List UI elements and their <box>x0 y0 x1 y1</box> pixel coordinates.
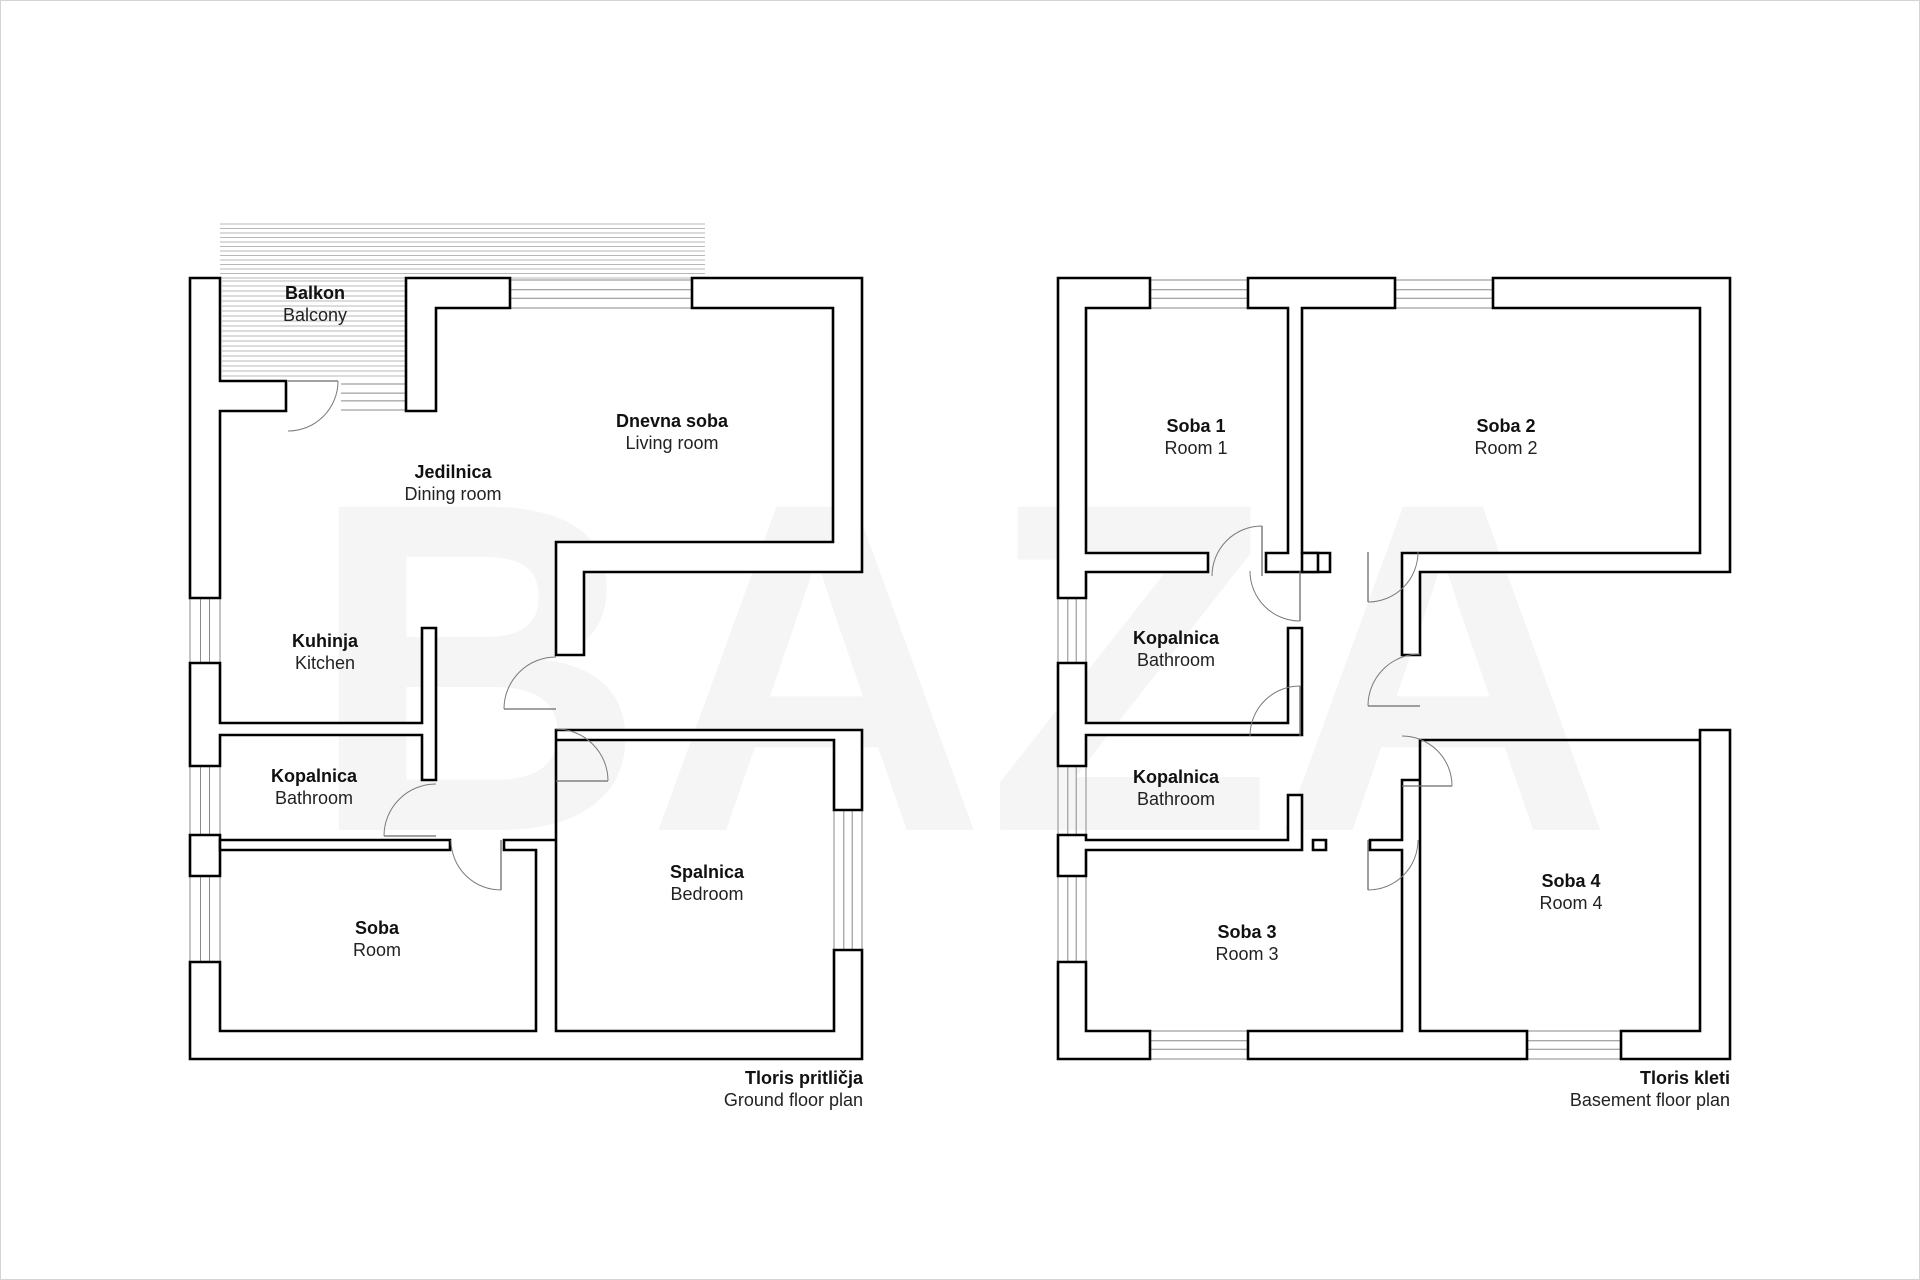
door <box>1401 735 1453 787</box>
room-name: Kopalnica <box>271 766 358 786</box>
room-name-en: Dining room <box>404 484 501 504</box>
wall-segment <box>1056 276 1210 600</box>
wall-segment <box>1300 551 1320 574</box>
room-name: Soba <box>355 918 400 938</box>
door-swing-arc <box>1211 525 1263 577</box>
room-label-balcony: Balkon Balcony <box>283 283 347 325</box>
room-name-en: Bathroom <box>275 788 353 808</box>
room-name: Spalnica <box>670 862 745 882</box>
room-name-en: Room <box>353 940 401 960</box>
wall-segment <box>188 833 222 878</box>
wall-segment <box>188 728 864 1061</box>
door-swing-arc <box>450 839 502 891</box>
plan-subtitle: Basement floor plan <box>1570 1090 1730 1110</box>
room-label-bathroom: Kopalnica Bathroom <box>271 766 358 808</box>
room-label-room-2: Soba 2 Room 2 <box>1474 416 1537 458</box>
room-label-room-3: Soba 3 Room 3 <box>1215 922 1278 964</box>
wall-segment <box>1056 793 1304 878</box>
room-name: Balkon <box>285 283 345 303</box>
walls <box>188 276 1732 1061</box>
room-label-room-1: Soba 1 Room 1 <box>1164 416 1227 458</box>
room-name: Kuhinja <box>292 631 359 651</box>
room-label-room-4: Soba 4 Room 4 <box>1539 871 1602 913</box>
room-name-en: Bathroom <box>1137 789 1215 809</box>
room-name-en: Room 3 <box>1215 944 1278 964</box>
door <box>1367 551 1419 603</box>
room-label-room: Soba Room <box>353 918 401 960</box>
wall-segment <box>1056 626 1304 768</box>
room-name-en: Balcony <box>283 305 347 325</box>
plan-caption-basement: Tloris kleti Basement floor plan <box>1570 1068 1730 1110</box>
plan-subtitle: Ground floor plan <box>724 1090 863 1110</box>
wall-segment <box>554 276 864 657</box>
room-name-en: Living room <box>625 433 718 453</box>
room-name-en: Bathroom <box>1137 650 1215 670</box>
room-name-en: Kitchen <box>295 653 355 673</box>
room-label-bathroom-2: Kopalnica Bathroom <box>1133 767 1220 809</box>
room-name-en: Room 2 <box>1474 438 1537 458</box>
room-label-dining-room: Jedilnica Dining room <box>404 462 501 504</box>
room-name-en: Room 4 <box>1539 893 1602 913</box>
room-name: Soba 4 <box>1541 871 1600 891</box>
wall-segment <box>1400 276 1732 657</box>
door <box>1211 525 1263 577</box>
room-label-kitchen: Kuhinja Kitchen <box>292 631 359 673</box>
wall-segment <box>188 626 438 782</box>
room-name: Soba 3 <box>1217 922 1276 942</box>
door <box>555 728 609 782</box>
room-label-bathroom-1: Kopalnica Bathroom <box>1133 628 1220 670</box>
plan-title: Tloris kleti <box>1640 1068 1730 1088</box>
door <box>1367 839 1419 891</box>
wall-segment <box>1246 276 1397 574</box>
room-label-bedroom: Spalnica Bedroom <box>670 862 745 904</box>
room-label-living-room: Dnevna soba Living room <box>616 411 729 453</box>
door-swing-arc <box>1249 685 1301 737</box>
plan-title: Tloris pritličja <box>745 1068 864 1088</box>
room-name: Soba 1 <box>1166 416 1225 436</box>
room-name-en: Bedroom <box>670 884 743 904</box>
room-name: Kopalnica <box>1133 767 1220 787</box>
windows <box>189 279 1621 1060</box>
doors <box>287 380 1453 891</box>
door-swing-arc <box>503 656 557 710</box>
door <box>1249 685 1301 737</box>
door-swing-arc <box>1401 735 1453 787</box>
door <box>1249 570 1301 622</box>
wall-segment <box>188 276 288 600</box>
room-name: Dnevna soba <box>616 411 729 431</box>
door-swing-arc <box>383 783 437 837</box>
wall-segment <box>1311 838 1328 852</box>
door-swing-arc <box>1367 839 1419 891</box>
door <box>383 783 437 837</box>
door-swing-arc <box>555 728 609 782</box>
door-swing-arc <box>1367 551 1419 603</box>
wall-segment <box>1246 728 1732 1061</box>
room-name: Kopalnica <box>1133 628 1220 648</box>
room-name-en: Room 1 <box>1164 438 1227 458</box>
wall-segment <box>218 838 452 852</box>
room-name: Soba 2 <box>1476 416 1535 436</box>
door <box>287 380 339 432</box>
door <box>450 839 502 891</box>
door-swing-arc <box>1367 653 1421 707</box>
room-name: Jedilnica <box>414 462 492 482</box>
door-swing-arc <box>1249 570 1301 622</box>
wall-segment <box>1056 960 1152 1061</box>
plan-caption-ground-floor: Tloris pritličja Ground floor plan <box>724 1068 864 1110</box>
wall-segment <box>404 276 512 413</box>
door-swing-arc <box>287 380 339 432</box>
door <box>1367 653 1421 707</box>
door <box>503 656 557 710</box>
